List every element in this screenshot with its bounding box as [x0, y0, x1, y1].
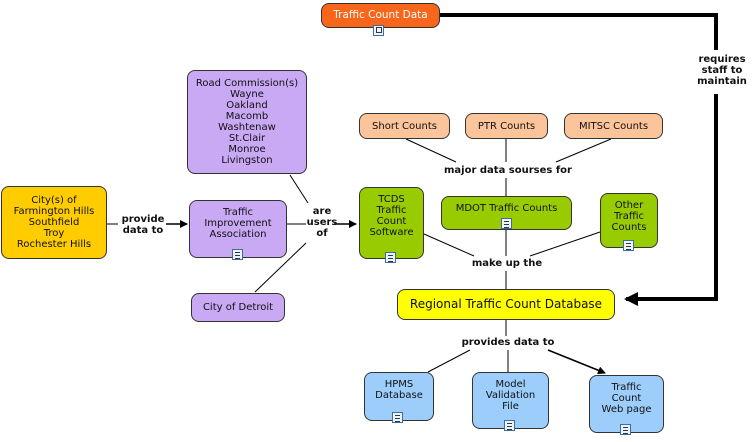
connector-provides-web — [547, 349, 606, 375]
mitsc-counts-node[interactable]: MITSC Counts — [564, 113, 663, 139]
ptr-counts-label: PTR Counts — [477, 120, 536, 132]
cities-node[interactable]: City(s) of Farmington Hills Southfield T… — [1, 186, 107, 259]
document-icon[interactable] — [620, 424, 631, 435]
document-icon[interactable] — [232, 249, 243, 260]
tia-node[interactable]: Traffic Improvement Association — [189, 200, 287, 258]
link-make-up-the: make up the — [471, 258, 543, 269]
mitsc-counts-label: MITSC Counts — [578, 120, 649, 132]
concept-map-icon[interactable] — [373, 25, 384, 36]
link-requires-staff: requires staff to maintain — [697, 54, 747, 87]
other-traffic-counts-node[interactable]: Other Traffic Counts — [600, 193, 658, 248]
document-icon[interactable] — [623, 240, 634, 251]
traffic-count-web-page-label: Traffic Count Web page — [601, 382, 652, 415]
city-of-detroit-node[interactable]: City of Detroit — [191, 293, 285, 322]
document-icon[interactable] — [392, 412, 403, 423]
model-validation-node[interactable]: Model Validation File — [472, 372, 549, 429]
link-provide-data-to: provide data to — [121, 214, 165, 236]
ptr-counts-node[interactable]: PTR Counts — [465, 113, 548, 139]
city-of-detroit-label: City of Detroit — [202, 302, 274, 313]
other-traffic-counts-label: Other Traffic Counts — [611, 200, 647, 233]
connector-requires-staff — [440, 13, 718, 50]
connector-other-makeup — [529, 231, 601, 257]
document-icon[interactable] — [385, 252, 396, 263]
connector-mitsc — [555, 138, 612, 163]
link-major-data-sources: major data sourses for — [444, 165, 572, 176]
tcds-node[interactable]: TCDS Traffic Count Software — [359, 187, 424, 259]
regional-db-node[interactable]: Regional Traffic Count Database — [397, 289, 615, 320]
short-counts-node[interactable]: Short Counts — [359, 113, 450, 139]
connector-provides-hpms — [427, 349, 471, 373]
cities-label: City(s) of Farmington Hills Southfield T… — [13, 195, 95, 250]
short-counts-label: Short Counts — [372, 120, 437, 132]
link-are-users-of: are users of — [306, 206, 338, 239]
connector-short — [405, 138, 457, 163]
link-provides-data-to: provides data to — [461, 337, 555, 348]
document-icon[interactable] — [504, 420, 515, 431]
road-commission-node[interactable]: Road Commission(s) Wayne Oakland Macomb … — [187, 70, 307, 174]
traffic-count-data-node[interactable]: Traffic Count Data — [321, 3, 440, 28]
document-icon[interactable] — [501, 218, 512, 229]
model-validation-label: Model Validation File — [485, 379, 536, 412]
connector-tcds-makeup — [423, 233, 475, 257]
traffic-count-web-page-node[interactable]: Traffic Count Web page — [589, 375, 664, 433]
tcds-label: TCDS Traffic Count Software — [369, 194, 414, 238]
regional-db-label: Regional Traffic Count Database — [409, 297, 603, 311]
road-commission-label: Road Commission(s) Wayne Oakland Macomb … — [195, 78, 299, 166]
connector-requires-staff-to-db — [624, 94, 718, 306]
connector-roadcomm-users — [289, 174, 309, 204]
hpms-label: HPMS Database — [375, 379, 423, 401]
traffic-count-data-label: Traffic Count Data — [333, 9, 428, 21]
tia-label: Traffic Improvement Association — [204, 207, 272, 240]
connector-detroit-users — [254, 242, 307, 293]
mdot-label: MDOT Traffic Counts — [455, 203, 558, 214]
